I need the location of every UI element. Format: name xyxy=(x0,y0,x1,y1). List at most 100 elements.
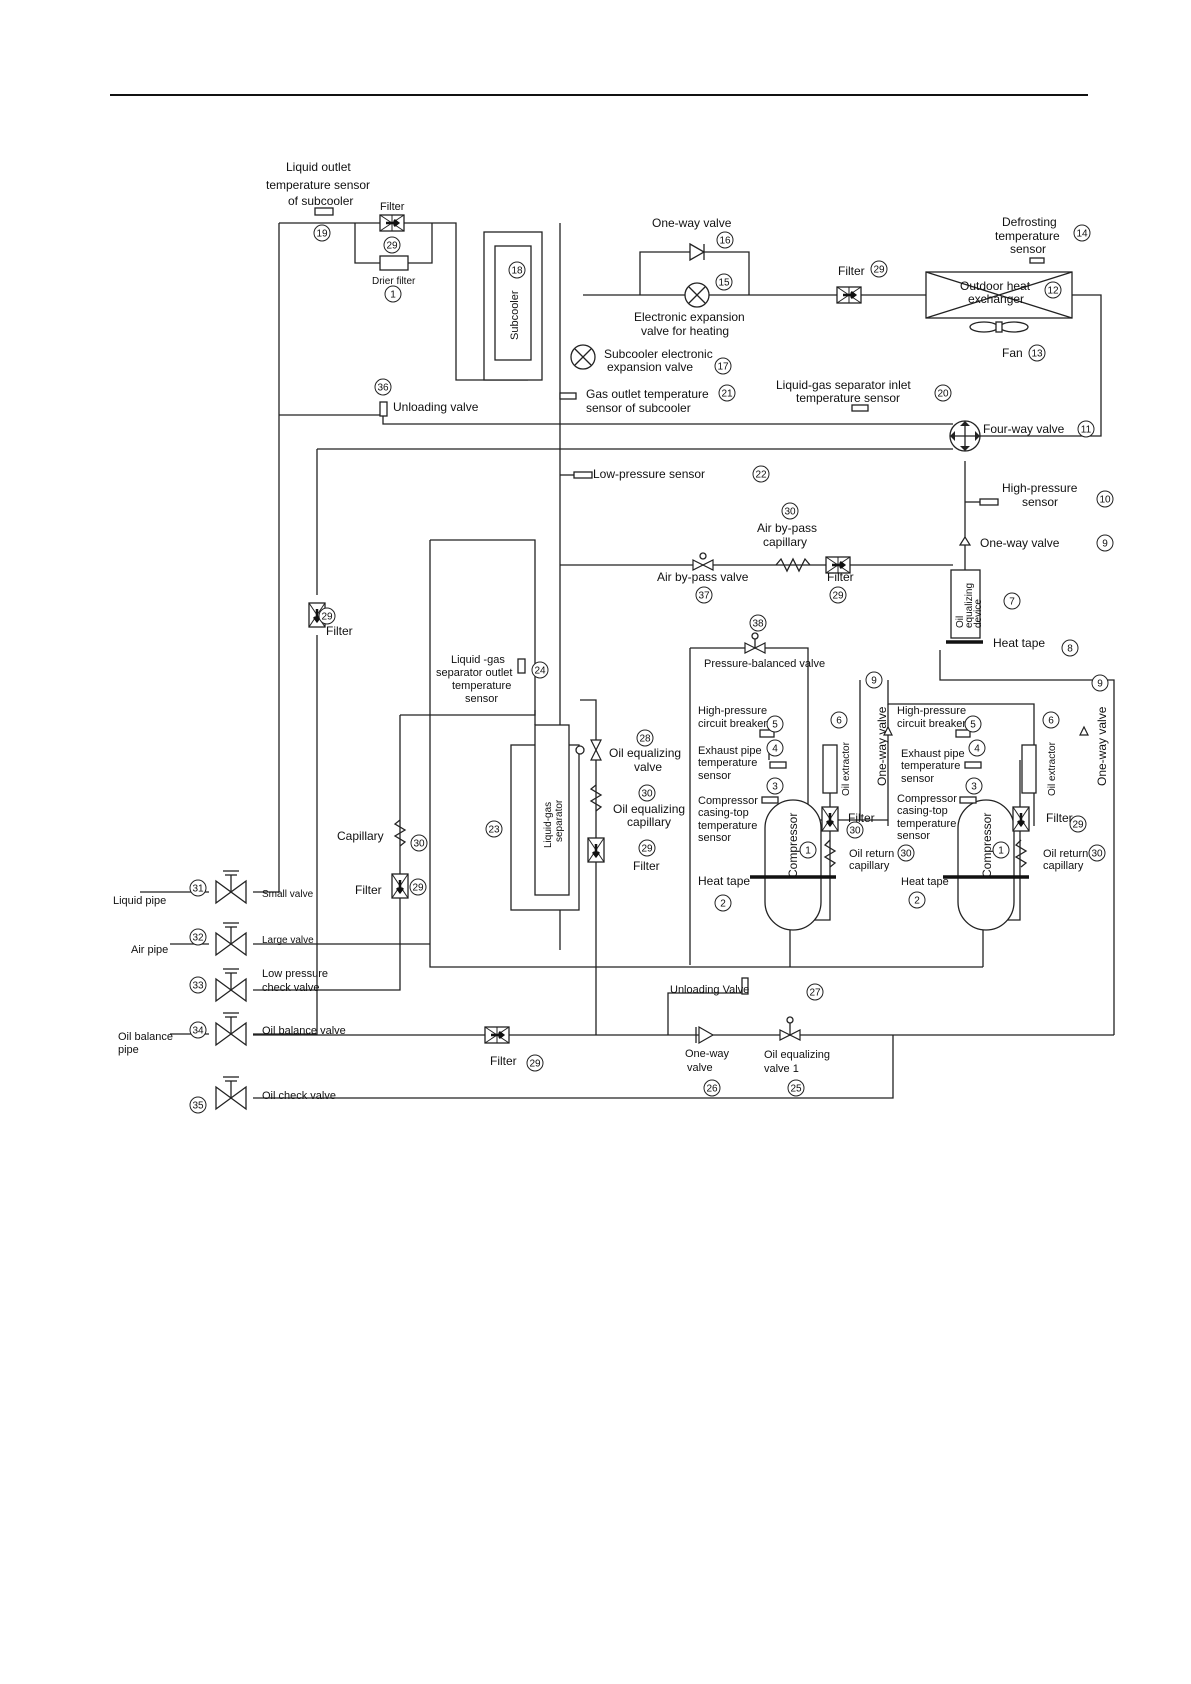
number-badge-label: 15 xyxy=(718,278,730,289)
number-badge: 30 xyxy=(638,784,656,802)
hp-breaker-2 xyxy=(955,729,971,738)
number-badge-label: 4 xyxy=(974,744,980,755)
service-valve-31 xyxy=(215,870,247,904)
one-way-valve-9-top xyxy=(958,535,972,546)
svg-text:One-way: One-way xyxy=(685,1048,730,1060)
subcooler-label: Subcooler xyxy=(509,290,521,340)
svg-text:Subcooler electronic: Subcooler electronic xyxy=(604,347,713,361)
number-badge-label: 11 xyxy=(1081,425,1092,436)
svg-text:Liquid-gas: Liquid-gas xyxy=(543,802,554,848)
number-badge-label: 22 xyxy=(755,470,767,481)
svg-text:sensor: sensor xyxy=(698,770,731,782)
svg-text:Low-pressure sensor: Low-pressure sensor xyxy=(593,467,705,481)
defrosting-sensor-icon xyxy=(1029,257,1045,264)
number-badge-label: 2 xyxy=(720,899,726,910)
svg-text:Compressor: Compressor xyxy=(698,795,758,807)
service-valve-32 xyxy=(215,922,247,956)
number-badge: 5 xyxy=(964,715,982,733)
number-badge: 36 xyxy=(374,378,392,396)
exhaust-sensor-1 xyxy=(769,761,787,769)
number-badge-label: 9 xyxy=(871,676,877,687)
number-badge-label: 5 xyxy=(970,720,976,731)
number-badge-label: 29 xyxy=(641,844,653,855)
svg-text:Outdoor heat: Outdoor heat xyxy=(960,279,1031,293)
svg-text:temperature sensor: temperature sensor xyxy=(796,391,900,405)
oil-extractor-2 xyxy=(1021,744,1037,794)
svg-text:Oil equalizing: Oil equalizing xyxy=(609,746,681,760)
number-badge-label: 34 xyxy=(192,1026,204,1037)
number-badge-label: 35 xyxy=(192,1101,204,1112)
number-badge: 30 xyxy=(1088,844,1106,862)
oil-return-cap-2 xyxy=(1014,839,1028,868)
svg-text:Liquid -gas: Liquid -gas xyxy=(451,654,505,666)
svg-text:Exhaust pipe: Exhaust pipe xyxy=(698,745,762,757)
oil-equalizing-device xyxy=(946,569,983,644)
number-badge-label: 17 xyxy=(717,362,729,373)
filter-bottom xyxy=(483,1025,511,1045)
svg-text:valve 1: valve 1 xyxy=(764,1063,799,1075)
number-badge-label: 1 xyxy=(390,290,396,301)
number-badge: 2 xyxy=(714,894,732,912)
svg-text:Oil balance valve: Oil balance valve xyxy=(262,1025,346,1037)
svg-text:Compressor: Compressor xyxy=(786,813,800,878)
number-badge: 8 xyxy=(1061,639,1079,657)
filter-oileq xyxy=(586,836,606,864)
pressure-balanced-valve xyxy=(744,632,766,654)
fan-icon xyxy=(969,321,1029,333)
number-badge-label: 30 xyxy=(849,826,861,837)
svg-text:Filter: Filter xyxy=(355,883,382,897)
svg-text:sensor: sensor xyxy=(698,832,731,844)
number-badge: 15 xyxy=(715,273,733,291)
number-badge: 17 xyxy=(714,357,732,375)
number-badge: 13 xyxy=(1028,344,1046,362)
number-badge: 12 xyxy=(1044,281,1062,299)
number-badge-label: 29 xyxy=(832,591,844,602)
compressor-1 xyxy=(750,799,836,931)
number-badge: 29 xyxy=(870,260,888,278)
svg-text:Oil equalizing: Oil equalizing xyxy=(613,802,685,816)
svg-text:Low pressure: Low pressure xyxy=(262,968,328,980)
filter-comp1 xyxy=(820,805,840,833)
number-badge-label: 31 xyxy=(192,884,204,895)
labels: Liquid outlet temperature sensor of subc… xyxy=(113,160,1109,1102)
svg-text:High-pressure: High-pressure xyxy=(1002,481,1078,495)
number-badge-label: 6 xyxy=(836,716,842,727)
number-badge: 14 xyxy=(1073,224,1091,242)
svg-text:Filter: Filter xyxy=(490,1054,517,1068)
svg-text:Four-way valve: Four-way valve xyxy=(983,422,1065,436)
liquid-gas-separator: Liquid-gas separator xyxy=(510,710,580,911)
svg-text:sensor: sensor xyxy=(901,773,934,785)
number-badge: 29 xyxy=(829,586,847,604)
svg-text:sensor: sensor xyxy=(897,830,930,842)
svg-text:Liquid outlet: Liquid outlet xyxy=(286,160,351,174)
svg-text:High-pressure: High-pressure xyxy=(897,705,966,717)
svg-text:valve for heating: valve for heating xyxy=(641,324,729,338)
svg-text:Drier filter: Drier filter xyxy=(372,276,416,287)
eev-heating xyxy=(684,282,710,308)
svg-text:Defrosting: Defrosting xyxy=(1002,215,1057,229)
number-badge: 1 xyxy=(799,841,817,859)
svg-text:of subcooler: of subcooler xyxy=(288,194,353,208)
subcooler: Subcooler xyxy=(483,231,543,381)
svg-text:separator: separator xyxy=(554,799,565,842)
number-badge: 26 xyxy=(703,1079,721,1097)
svg-text:temperature: temperature xyxy=(698,820,757,832)
svg-text:check valve: check valve xyxy=(262,982,319,994)
number-badge: 38 xyxy=(749,614,767,632)
high-pressure-sensor-icon xyxy=(979,498,999,506)
air-bypass-valve xyxy=(692,552,714,571)
number-badge: 29 xyxy=(526,1054,544,1072)
number-badge: 4 xyxy=(766,739,784,757)
number-badge-label: 9 xyxy=(1097,679,1103,690)
number-badge: 24 xyxy=(531,661,549,679)
svg-text:Oil return: Oil return xyxy=(1043,848,1088,860)
number-badge: 30 xyxy=(897,844,915,862)
svg-text:Oil extractor: Oil extractor xyxy=(1047,741,1058,796)
svg-text:Unloading valve: Unloading valve xyxy=(393,400,479,414)
svg-text:Air by-pass: Air by-pass xyxy=(757,521,817,535)
number-badge: 28 xyxy=(636,729,654,747)
number-badge: 3 xyxy=(965,777,983,795)
svg-text:Fan: Fan xyxy=(1002,346,1023,360)
